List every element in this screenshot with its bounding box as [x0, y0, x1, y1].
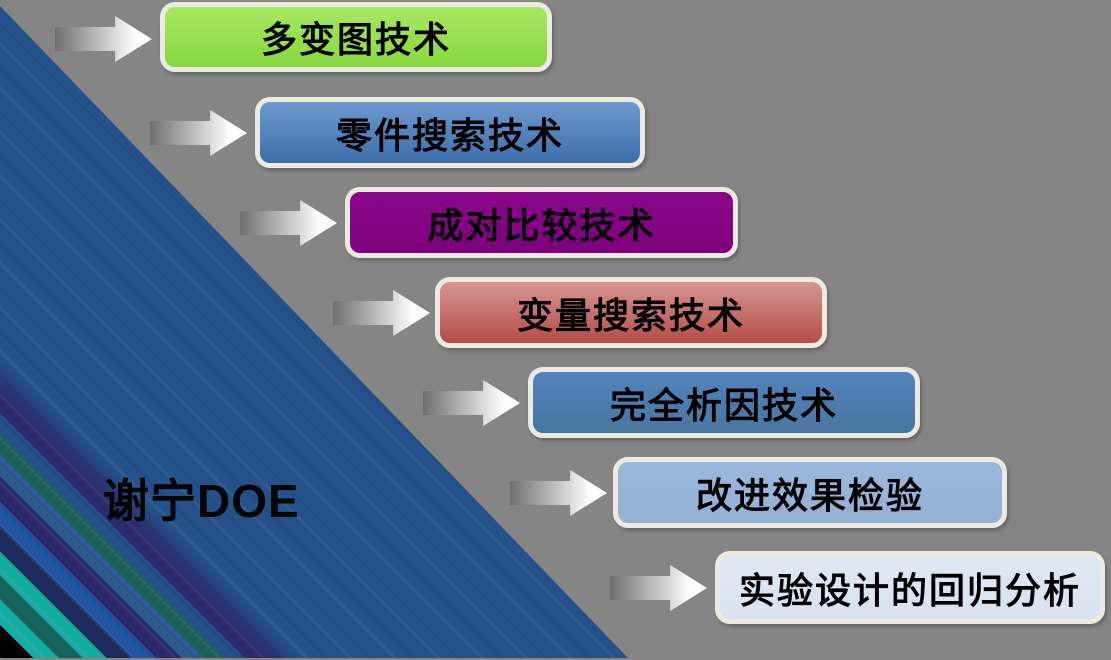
- flow-arrow-icon: [240, 200, 337, 246]
- technique-box-label: 实验设计的回归分析: [738, 569, 1081, 611]
- flow-arrow-icon: [55, 16, 152, 62]
- technique-box-improvement-verification: 改进效果检验: [613, 457, 1007, 528]
- technique-box-label: 改进效果检验: [695, 474, 924, 516]
- flow-arrow-icon: [150, 110, 247, 156]
- flow-arrow-icon: [423, 380, 520, 426]
- technique-box-component-search: 零件搜索技术: [255, 97, 645, 168]
- slide-title: 谢宁DOE: [103, 475, 300, 527]
- technique-box-paired-comparison: 成对比较技术: [345, 187, 738, 258]
- technique-box-label: 变量搜索技术: [516, 294, 745, 336]
- technique-box-multi-vari: 多变图技术: [160, 2, 552, 72]
- technique-box-variable-search: 变量搜索技术: [435, 277, 827, 348]
- technique-box-label: 成对比较技术: [427, 204, 656, 246]
- technique-box-label: 零件搜索技术: [335, 114, 564, 156]
- technique-box-regression-analysis: 实验设计的回归分析: [715, 551, 1105, 624]
- flow-arrow-icon: [610, 565, 707, 611]
- flow-arrow-icon: [333, 290, 430, 336]
- technique-box-label: 多变图技术: [260, 19, 451, 60]
- technique-box-label: 完全析因技术: [609, 384, 838, 426]
- flow-arrow-icon: [510, 470, 607, 516]
- technique-box-full-factorial: 完全析因技术: [528, 367, 920, 438]
